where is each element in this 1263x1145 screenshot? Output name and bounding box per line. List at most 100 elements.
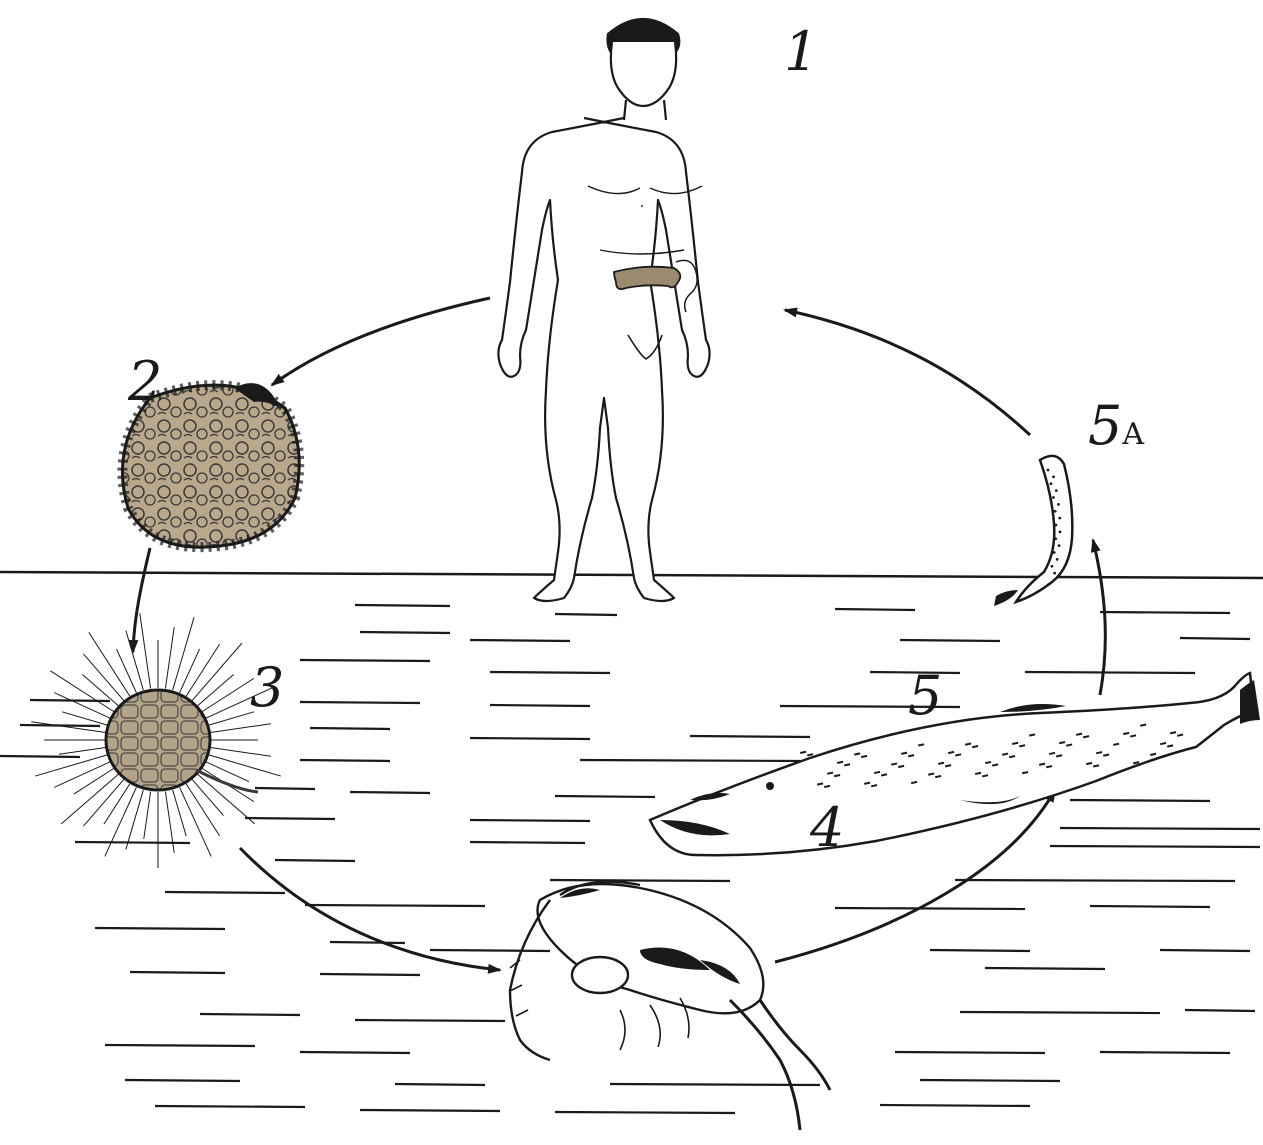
water-dash bbox=[395, 1084, 485, 1085]
water-dash bbox=[930, 950, 1030, 951]
fish-dorsal-fin bbox=[1000, 704, 1066, 712]
water-dash bbox=[470, 738, 590, 739]
coracidium-cilium bbox=[140, 613, 151, 688]
stage-label-3: 3 bbox=[250, 656, 284, 719]
water-dash bbox=[125, 1080, 240, 1081]
plerocercoid-dot bbox=[1047, 469, 1050, 472]
water-dash bbox=[1185, 1010, 1255, 1011]
water-dash bbox=[105, 1045, 255, 1046]
water-dash bbox=[550, 880, 730, 881]
water-dash bbox=[355, 1020, 505, 1021]
coracidium-cilium bbox=[59, 747, 107, 754]
water-dash bbox=[0, 756, 80, 757]
coracidium-cilium bbox=[126, 790, 143, 849]
water-dash bbox=[1160, 950, 1250, 951]
coracidium-stage bbox=[31, 613, 281, 868]
arrow-egg-to-coracidium bbox=[133, 548, 150, 652]
water-dash bbox=[555, 614, 617, 615]
coracidium-cilium bbox=[54, 693, 110, 719]
plerocercoid-dot bbox=[1058, 517, 1061, 520]
human-intestine bbox=[614, 267, 680, 289]
stage-label-1: 1 bbox=[784, 20, 818, 83]
water-dash bbox=[470, 842, 585, 843]
water-dash bbox=[300, 760, 390, 761]
water-dash bbox=[165, 892, 285, 893]
water-dash bbox=[1060, 828, 1260, 829]
water-dash bbox=[555, 796, 655, 797]
water-dash bbox=[1100, 1052, 1230, 1053]
plerocercoid-dot bbox=[1057, 503, 1060, 506]
plerocercoid-dot bbox=[1053, 572, 1056, 575]
plerocercoid-stage bbox=[994, 456, 1072, 606]
water-dash bbox=[360, 632, 450, 633]
coracidium-body bbox=[106, 690, 210, 790]
human-figure bbox=[498, 19, 709, 601]
water-dash bbox=[350, 792, 430, 793]
water-dash bbox=[835, 908, 1025, 909]
copepod-stage bbox=[510, 882, 830, 1130]
water-dash bbox=[310, 728, 390, 729]
stage-label-2: 2 bbox=[127, 350, 162, 413]
fish-eye bbox=[766, 782, 774, 790]
coracidium-cilium bbox=[208, 755, 281, 776]
coracidium-cilium bbox=[192, 643, 242, 700]
coracidium-cilium bbox=[197, 774, 254, 824]
stage-label-5: 5 bbox=[908, 664, 942, 727]
water-dash bbox=[430, 950, 550, 951]
water-dash bbox=[1025, 672, 1195, 673]
water-dash bbox=[955, 880, 1235, 881]
arrow-plerocercoid-to-human bbox=[785, 310, 1030, 435]
stage-label-5a-letter: A bbox=[1121, 417, 1144, 452]
water-dash bbox=[985, 968, 1105, 969]
plerocercoid-dot bbox=[1054, 510, 1057, 513]
coracidium-cilium bbox=[104, 784, 130, 824]
water-dash bbox=[895, 1052, 1045, 1053]
plerocercoid-dot bbox=[1050, 482, 1053, 485]
water-dash bbox=[300, 660, 430, 661]
water-line bbox=[0, 572, 1263, 578]
water-dash bbox=[1100, 612, 1230, 613]
human-body-outline bbox=[498, 118, 709, 601]
water-dash bbox=[330, 942, 405, 943]
water-dash bbox=[610, 1084, 820, 1085]
stage-label-4: 4 bbox=[809, 796, 844, 859]
water-dash bbox=[320, 974, 420, 975]
coracidium-cilium bbox=[165, 627, 174, 688]
plerocercoid-dot bbox=[1059, 530, 1062, 533]
plerocercoid-dot bbox=[1055, 524, 1058, 527]
water-dash bbox=[1050, 846, 1260, 847]
water-dash bbox=[1070, 800, 1210, 801]
plerocercoid-dot bbox=[1054, 537, 1057, 540]
water-dash bbox=[1090, 906, 1210, 907]
water-dash bbox=[360, 1110, 500, 1111]
water-dash bbox=[880, 1105, 1030, 1106]
water-dash bbox=[355, 605, 450, 606]
water-dash bbox=[300, 702, 420, 703]
coracidium-cilium bbox=[197, 675, 233, 706]
water-dash bbox=[305, 905, 485, 906]
coracidium-cilium bbox=[54, 762, 110, 788]
water-dash bbox=[130, 972, 225, 973]
water-dash bbox=[490, 672, 610, 673]
plerocercoid-dot bbox=[1056, 558, 1059, 561]
plerocercoid-dot bbox=[1058, 544, 1061, 547]
coracidium-cilium bbox=[61, 774, 118, 824]
water-dash bbox=[255, 788, 315, 789]
water-dash bbox=[580, 760, 800, 761]
water-surface bbox=[0, 572, 1263, 1113]
coracidium-cilium bbox=[74, 768, 114, 794]
plerocercoid-dot bbox=[1051, 565, 1054, 568]
arrow-coracidium-to-copepod bbox=[240, 848, 500, 970]
water-dash bbox=[900, 640, 1000, 641]
plerocercoid-dot bbox=[1053, 551, 1056, 554]
water-dash bbox=[920, 1080, 1060, 1081]
stage-label-5a: 5A bbox=[1088, 394, 1144, 457]
stage-label-5a-number: 5 bbox=[1088, 394, 1122, 457]
water-dash bbox=[470, 820, 590, 821]
water-dash bbox=[275, 860, 355, 861]
copepod-tail bbox=[730, 1000, 830, 1130]
plerocercoid-dot bbox=[1052, 475, 1055, 478]
water-dash bbox=[960, 1012, 1160, 1013]
coracidium-cilium bbox=[209, 747, 270, 756]
